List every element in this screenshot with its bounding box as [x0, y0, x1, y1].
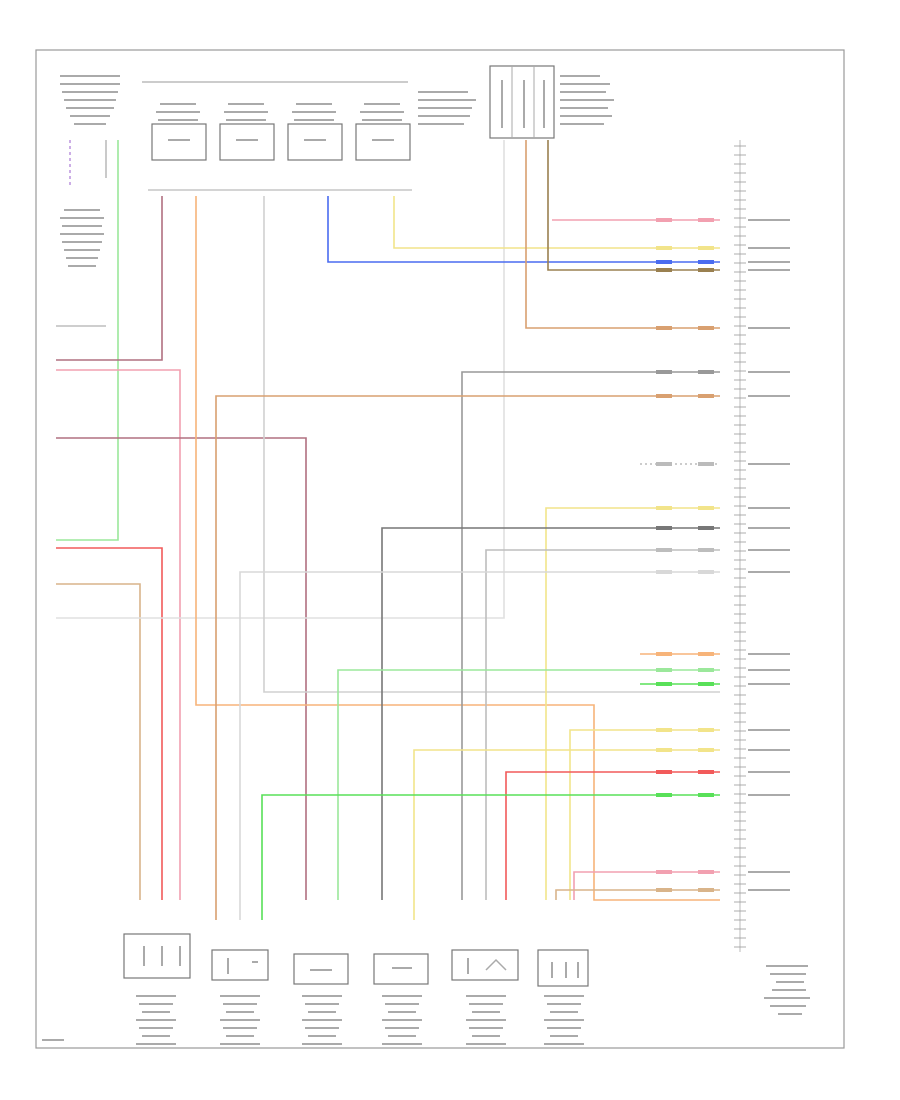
wire-color-band — [698, 526, 714, 530]
wire-blue-module3 — [327, 196, 720, 263]
wire-green-795 — [261, 794, 720, 920]
wire-orange-center — [525, 140, 720, 329]
wire-color-band — [698, 570, 714, 574]
wire-color-band — [698, 888, 714, 892]
wire-color-band — [656, 870, 672, 874]
top-module-1 — [151, 103, 207, 161]
wire-red-left — [56, 547, 163, 900]
wire-group — [56, 140, 720, 920]
wire-maroon-long — [56, 437, 307, 900]
top-module-4 — [355, 103, 411, 161]
wire-color-band — [656, 526, 672, 530]
bottom-component-4 — [373, 953, 429, 985]
wire-gray-572 — [239, 571, 720, 920]
top-module-note — [418, 91, 476, 125]
wire-color-band — [698, 462, 714, 466]
wire-color-band — [698, 748, 714, 752]
wire-color-band — [698, 668, 714, 672]
wire-color-band — [656, 570, 672, 574]
wire-pink-872 — [573, 871, 720, 900]
bottom-component-6 — [537, 949, 589, 987]
wire-color-band — [656, 506, 672, 510]
top-module-3 — [287, 103, 343, 161]
wire-yellow-730 — [569, 729, 720, 900]
wire-color-band — [698, 652, 714, 656]
wire-maroon-module1 — [56, 196, 163, 361]
wire-color-band — [656, 370, 672, 374]
bottom-component-5 — [451, 949, 519, 981]
wire-orange-396 — [215, 395, 720, 920]
top-left-label-block — [60, 75, 120, 125]
bottom-component-3 — [293, 953, 349, 985]
wire-color-band — [698, 218, 714, 222]
wire-tan-left — [56, 583, 141, 900]
wire-color-band — [698, 770, 714, 774]
top-module-2 — [219, 103, 275, 161]
wire-yellow-508 — [545, 507, 720, 900]
bottom-component-1 — [123, 933, 191, 979]
wire-light-green-670 — [337, 669, 720, 900]
wire-color-band — [698, 260, 714, 264]
wire-color-band — [698, 268, 714, 272]
wire-color-band — [656, 260, 672, 264]
connector-pin-icon — [734, 145, 746, 948]
wire-yellow-module4 — [393, 196, 720, 249]
wire-color-band — [698, 246, 714, 250]
wire-color-band — [656, 652, 672, 656]
wire-color-band — [656, 748, 672, 752]
right-bottom-caption — [764, 965, 810, 1015]
wire-color-band — [698, 326, 714, 330]
top-center-connector — [489, 65, 614, 139]
wire-color-band — [698, 728, 714, 732]
bottom-component-2 — [211, 949, 269, 981]
wire-color-band — [656, 888, 672, 892]
wire-gray-module2 — [263, 196, 720, 693]
wire-color-band — [656, 462, 672, 466]
wire-color-band — [656, 728, 672, 732]
wire-color-band — [656, 268, 672, 272]
right-connector-strip — [734, 140, 746, 952]
wire-gray-thin-left — [56, 140, 505, 619]
top-module-row — [148, 91, 476, 191]
wire-marker-group — [656, 218, 790, 892]
wire-orange-module1 — [195, 196, 720, 901]
wire-color-band — [698, 370, 714, 374]
wire-tan-890 — [555, 889, 720, 900]
wire-red-772 — [505, 771, 720, 900]
wire-color-band — [656, 548, 672, 552]
wire-color-band — [698, 506, 714, 510]
bottom-captions — [136, 995, 584, 1045]
wire-color-band — [656, 668, 672, 672]
diagram-frame — [35, 49, 845, 1049]
wire-pink-left — [56, 369, 181, 900]
wire-color-band — [698, 682, 714, 686]
wire-color-band — [656, 394, 672, 398]
wire-brown-center — [547, 140, 720, 271]
bottom-component-row — [123, 933, 589, 987]
wire-color-band — [698, 394, 714, 398]
wire-color-band — [656, 246, 672, 250]
wire-color-band — [656, 793, 672, 797]
wire-yellow-750 — [413, 749, 720, 920]
wire-color-band — [698, 870, 714, 874]
left-side-labels — [60, 209, 104, 267]
wire-gray-372 — [461, 371, 720, 900]
wire-darkgray-528 — [381, 527, 720, 900]
wire-color-band — [656, 218, 672, 222]
wire-color-band — [656, 326, 672, 330]
wire-color-band — [656, 770, 672, 774]
wire-color-band — [656, 682, 672, 686]
wire-color-band — [698, 548, 714, 552]
wire-gray-550 — [485, 549, 720, 900]
wire-light-green-left — [56, 140, 119, 541]
wire-color-band — [698, 793, 714, 797]
